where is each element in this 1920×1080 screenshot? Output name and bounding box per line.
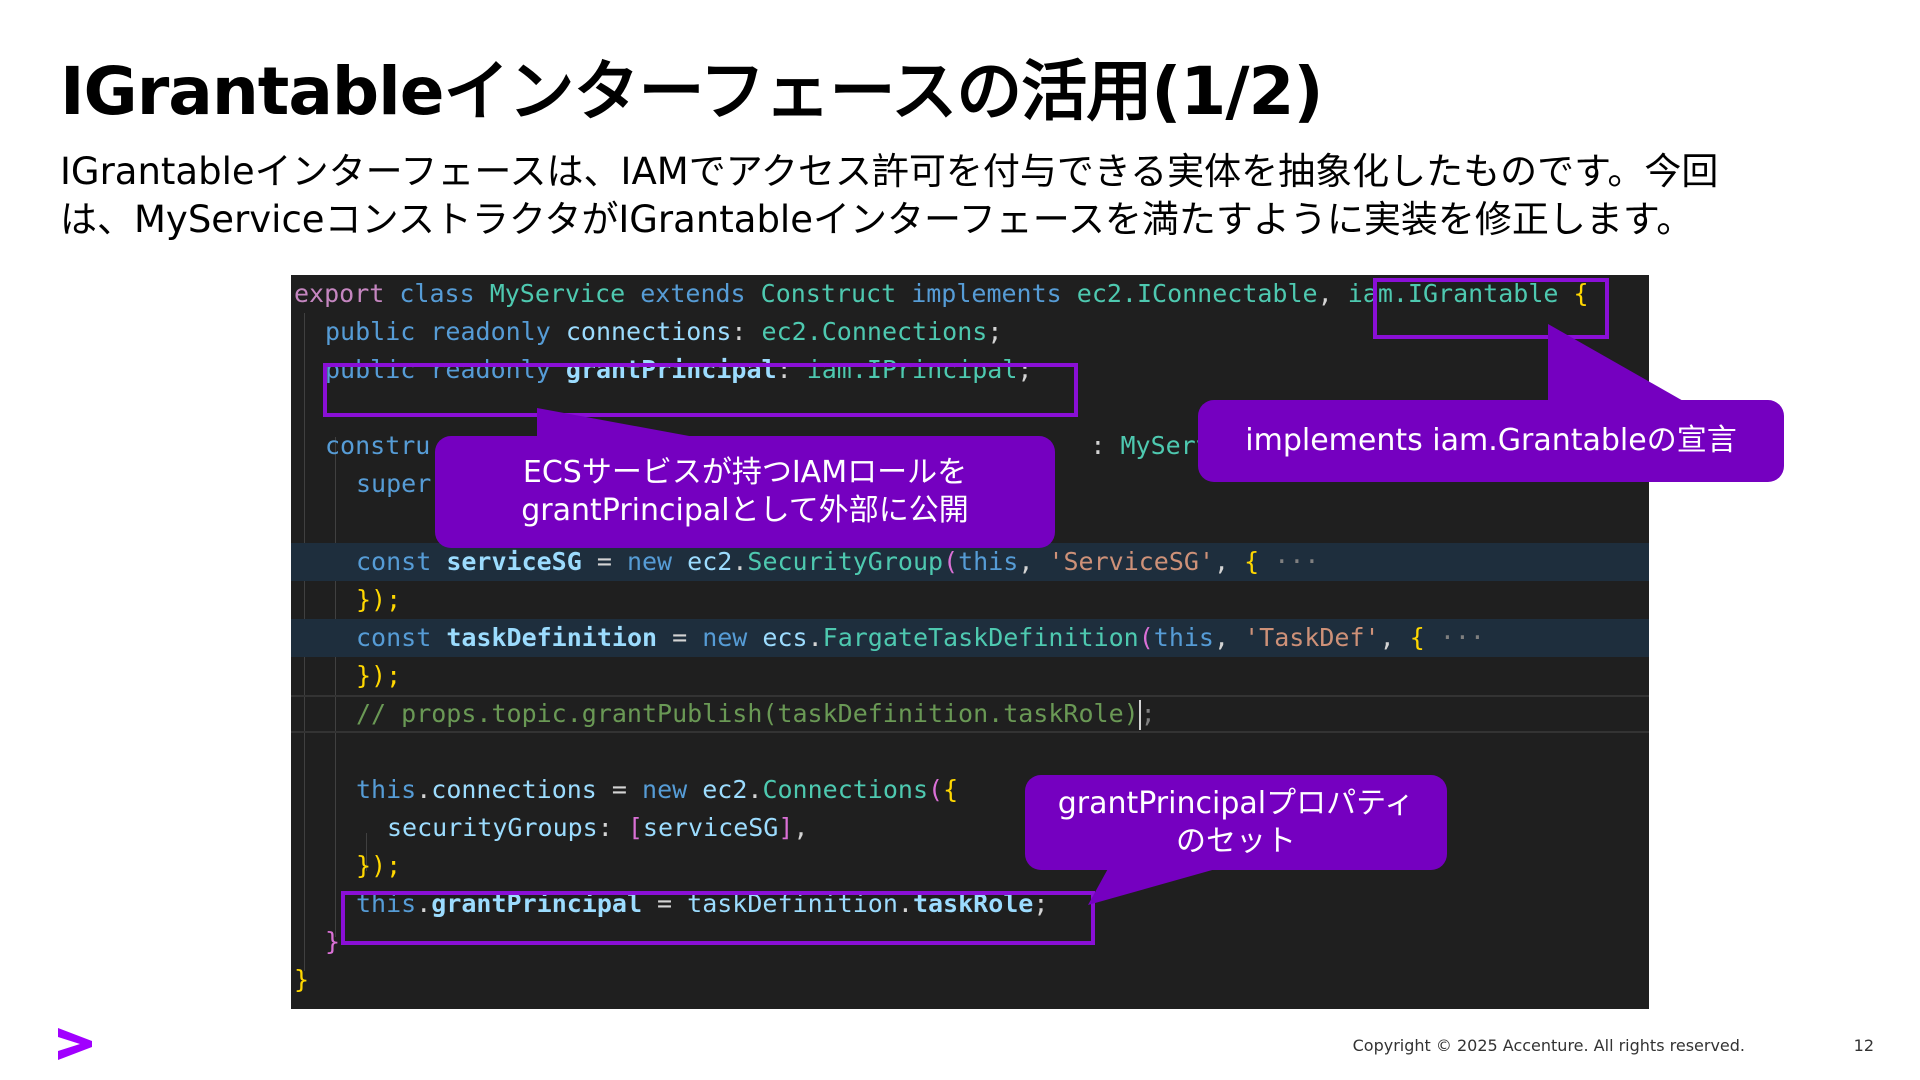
- code-line-16: });: [356, 851, 402, 880]
- copyright-text: Copyright © 2025 Accenture. All rights r…: [1352, 1036, 1745, 1055]
- callout-grant-principal: ECSサービスが持つIAMロールを grantPrincipalとして外部に公開: [435, 436, 1055, 548]
- callout-text: grantPrincipalとして外部に公開: [521, 493, 969, 528]
- description-line: IGrantableインターフェースは、IAMでアクセス許可を付与できる実体を抽…: [60, 150, 1719, 193]
- callout-text: ECSサービスが持つIAMロールを: [522, 455, 968, 490]
- code-line-19: }: [294, 965, 310, 994]
- slide-title: IGrantableインターフェースの活用(1/2): [60, 53, 1324, 130]
- callout-implements: implements iam.Grantableの宣言: [1198, 400, 1784, 482]
- code-editor: export class MyService extends Construct…: [291, 275, 1649, 1009]
- code-line-8: const serviceSG = new ec2.SecurityGroup(…: [291, 543, 1649, 581]
- code-line-18: }: [325, 927, 341, 956]
- code-line-14: this.connections = new ec2.Connections({: [356, 775, 959, 804]
- callout-pointer-grant-principal: [537, 408, 700, 438]
- callout-set-grant-principal: grantPrincipalプロパティ のセット: [1025, 775, 1447, 870]
- indent-guide: [366, 833, 367, 871]
- slide-description: IGrantableインターフェースは、IAMでアクセス許可を付与できる実体を抽…: [60, 148, 1880, 244]
- code-line-12: // props.topic.grantPublish(taskDefiniti…: [291, 695, 1649, 733]
- code-line-10: const taskDefinition = new ecs.FargateTa…: [291, 619, 1649, 657]
- code-line-15: securityGroups: [serviceSG],: [387, 813, 809, 842]
- highlight-frame-grant-principal-decl: [323, 363, 1078, 417]
- text-cursor: [1138, 700, 1141, 730]
- callout-pointer-set: [1088, 865, 1230, 905]
- code-line-9: });: [356, 585, 402, 614]
- callout-text: grantPrincipalプロパティ: [1057, 785, 1415, 821]
- callout-text: implements iam.Grantableの宣言: [1245, 423, 1737, 458]
- code-line-3: public readonly grantPrincipal: iam.IPri…: [325, 355, 1033, 384]
- accenture-greater-than-icon: [58, 1028, 92, 1060]
- callout-text: のセット: [1176, 823, 1296, 859]
- highlight-frame-grant-principal-assign: [341, 891, 1095, 945]
- code-line-11: });: [356, 661, 402, 690]
- callout-pointer-implements: [1548, 324, 1685, 402]
- page-number: 12: [1853, 1036, 1874, 1055]
- indent-guide: [335, 437, 336, 937]
- description-line: は、MyServiceコンストラクタがIGrantableインターフェースを満た…: [60, 198, 1694, 241]
- code-line-1: export class MyService extends Construct…: [294, 279, 1589, 308]
- code-line-2: public readonly connections: ec2.Connect…: [325, 317, 1003, 346]
- code-line-6: super: [356, 469, 432, 498]
- highlight-frame-igrantable: [1373, 278, 1609, 339]
